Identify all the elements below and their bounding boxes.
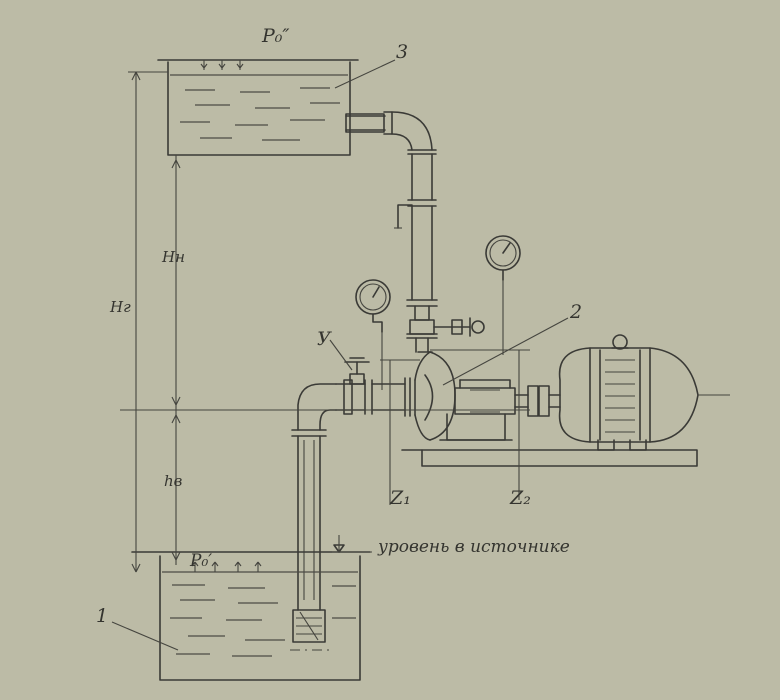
vacuum-gauge [355, 279, 391, 390]
label-pressure-bottom: P₀′ [189, 551, 212, 571]
pressure-gauge [485, 235, 521, 355]
label-h-g: Hг [109, 298, 131, 316]
label-number-3: 3 [396, 41, 408, 63]
lower-tank [131, 535, 372, 681]
upper-tank [157, 59, 359, 156]
label-number-1: 1 [96, 605, 108, 627]
electric-motor [558, 334, 730, 451]
discharge-pipe [345, 111, 485, 353]
pump [364, 351, 561, 441]
label-number-2: 2 [569, 301, 582, 323]
label-source-level: уровень в источнике [377, 537, 570, 557]
label-pressure-top: P₀″ [261, 25, 290, 47]
label-z1: Z₁ [389, 487, 411, 509]
label-valve-y: У [317, 328, 332, 350]
baseplate [401, 449, 698, 467]
dimension-lines [111, 59, 569, 651]
suction-pipe [290, 357, 370, 651]
label-h-n: Hн [161, 248, 185, 266]
label-h-v: hв [164, 472, 183, 490]
label-z2: Z₂ [509, 487, 531, 509]
